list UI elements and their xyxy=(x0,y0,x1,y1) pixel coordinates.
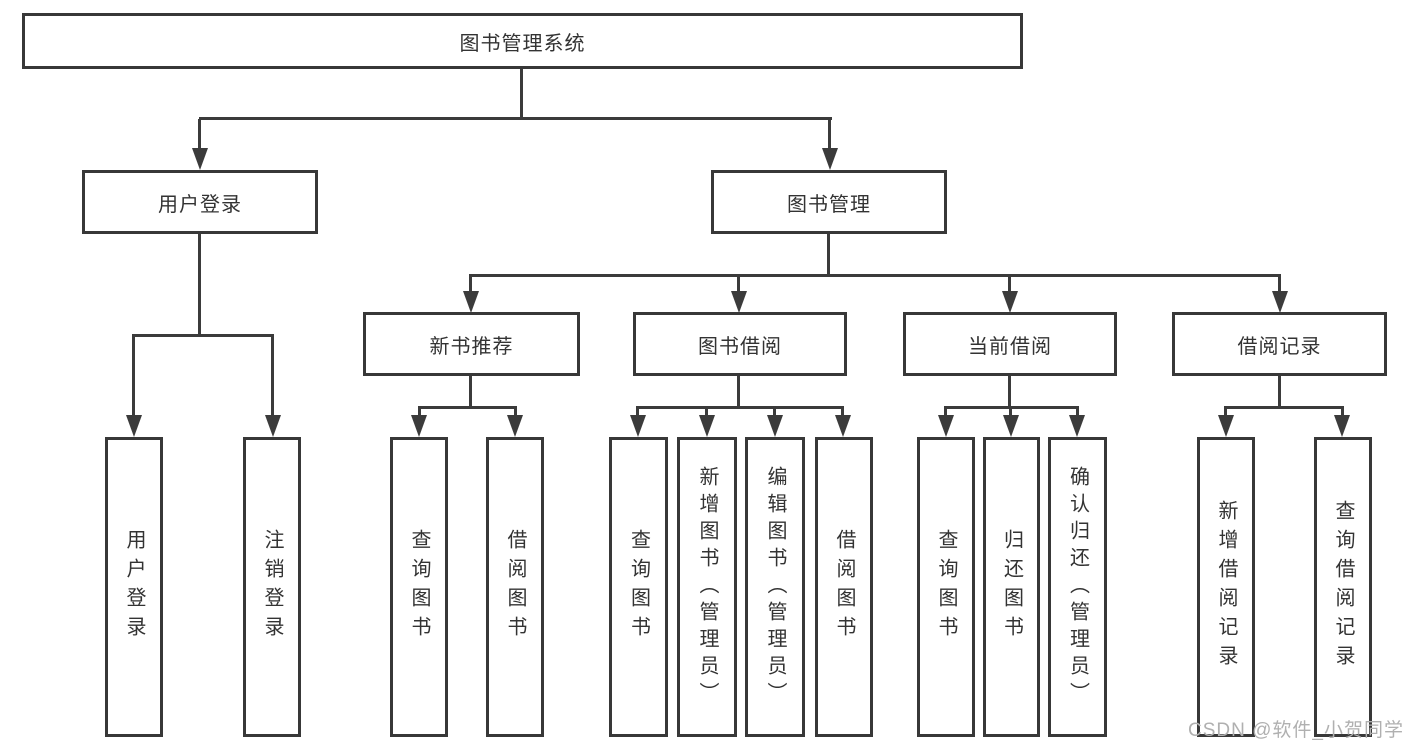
arrowhead-down-icon xyxy=(835,415,851,437)
leaf-borrow-books-2-label: 借阅图书 xyxy=(833,529,855,645)
connector-line xyxy=(636,406,844,409)
arrowhead-down-icon xyxy=(265,415,281,437)
csdn-watermark: CSDN @软件_小贺同学 xyxy=(1188,720,1404,741)
node-current-borrowing: 当前借阅 xyxy=(903,312,1117,376)
node-borrowing-records-label: 借阅记录 xyxy=(1237,335,1322,358)
connector-line xyxy=(737,276,740,293)
arrowhead-down-icon xyxy=(126,415,142,437)
node-user-login: 用户登录 xyxy=(82,170,318,234)
leaf-query-borrow-record: 查询借阅记录 xyxy=(1314,437,1372,737)
arrowhead-down-icon xyxy=(938,415,954,437)
arrowhead-down-icon xyxy=(192,148,208,170)
leaf-add-borrow-record-label: 新增借阅记录 xyxy=(1215,500,1237,674)
arrowhead-down-icon xyxy=(630,415,646,437)
node-borrowing-records: 借阅记录 xyxy=(1172,312,1387,376)
leaf-query-books-1-label: 查询图书 xyxy=(408,529,430,645)
leaf-borrow-books-1-label: 借阅图书 xyxy=(504,529,526,645)
leaf-query-books-2: 查询图书 xyxy=(609,437,668,737)
connector-line xyxy=(841,408,844,417)
node-new-book-recommend-label: 新书推荐 xyxy=(429,335,514,358)
connector-line xyxy=(636,408,639,417)
leaf-query-borrow-record-label: 查询借阅记录 xyxy=(1332,500,1354,674)
node-root-label: 图书管理系统 xyxy=(459,32,586,55)
arrowhead-down-icon xyxy=(767,415,783,437)
connector-line xyxy=(132,334,274,337)
connector-line xyxy=(418,406,517,409)
leaf-logout: 注销登录 xyxy=(243,437,301,737)
node-book-management-label: 图书管理 xyxy=(787,193,871,216)
leaf-borrow-books-2: 借阅图书 xyxy=(815,437,873,737)
connector-line xyxy=(705,408,708,417)
node-book-management: 图书管理 xyxy=(711,170,947,234)
arrowhead-down-icon xyxy=(463,291,479,313)
arrowhead-down-icon xyxy=(1272,291,1288,313)
connector-line xyxy=(271,336,274,416)
connector-line xyxy=(1076,408,1079,417)
arrowhead-down-icon xyxy=(507,415,523,437)
connector-line xyxy=(514,408,517,417)
leaf-query-books-3-label: 查询图书 xyxy=(935,529,957,645)
connector-line xyxy=(737,376,740,409)
arrowhead-down-icon xyxy=(1003,415,1019,437)
arrowhead-down-icon xyxy=(1218,415,1234,437)
leaf-edit-book-admin: 编辑图书（管理员） xyxy=(745,437,805,737)
leaf-confirm-return-admin-label: 确认归还（管理员） xyxy=(1066,465,1089,709)
leaf-user-login-label: 用户登录 xyxy=(123,529,145,645)
connector-line xyxy=(1224,408,1227,417)
connector-line xyxy=(418,408,421,417)
node-book-borrowing-label: 图书借阅 xyxy=(698,335,782,358)
connector-line xyxy=(944,408,947,417)
connector-line xyxy=(132,336,135,416)
leaf-borrow-books-1: 借阅图书 xyxy=(486,437,544,737)
node-current-borrowing-label: 当前借阅 xyxy=(968,335,1052,358)
leaf-return-books: 归还图书 xyxy=(983,437,1040,737)
connector-line xyxy=(828,119,831,150)
arrowhead-down-icon xyxy=(731,291,747,313)
leaf-user-login: 用户登录 xyxy=(105,437,163,737)
connector-line xyxy=(1008,376,1011,409)
leaf-add-book-admin-label: 新增图书（管理员） xyxy=(696,465,718,709)
leaf-query-books-2-label: 查询图书 xyxy=(627,529,650,645)
arrowhead-down-icon xyxy=(1002,291,1018,313)
arrowhead-down-icon xyxy=(822,148,838,170)
connector-line xyxy=(1278,276,1281,293)
connector-line xyxy=(199,117,832,120)
node-user-login-label: 用户登录 xyxy=(158,193,242,216)
connector-line xyxy=(1278,376,1281,409)
leaf-logout-label: 注销登录 xyxy=(261,529,283,645)
connector-line xyxy=(469,274,1281,277)
node-book-borrowing: 图书借阅 xyxy=(633,312,847,376)
arrowhead-down-icon xyxy=(699,415,715,437)
leaf-add-book-admin: 新增图书（管理员） xyxy=(677,437,737,737)
arrowhead-down-icon xyxy=(1334,415,1350,437)
arrowhead-down-icon xyxy=(411,415,427,437)
leaf-confirm-return-admin: 确认归还（管理员） xyxy=(1048,437,1107,737)
node-new-book-recommend: 新书推荐 xyxy=(363,312,580,376)
connector-line xyxy=(827,233,830,276)
connector-line xyxy=(469,276,472,293)
connector-line xyxy=(1009,408,1012,417)
connector-line xyxy=(198,233,201,336)
connector-line xyxy=(469,376,472,409)
connector-line xyxy=(1008,276,1011,293)
connector-line xyxy=(1224,406,1344,409)
leaf-query-books-1: 查询图书 xyxy=(390,437,448,737)
arrowhead-down-icon xyxy=(1069,415,1085,437)
connector-line xyxy=(944,406,1079,409)
connector-line xyxy=(1341,408,1344,417)
connector-line xyxy=(198,119,201,150)
leaf-add-borrow-record: 新增借阅记录 xyxy=(1197,437,1255,737)
leaf-edit-book-admin-label: 编辑图书（管理员） xyxy=(764,465,786,709)
leaf-query-books-3: 查询图书 xyxy=(917,437,975,737)
connector-line xyxy=(520,68,523,120)
connector-line xyxy=(773,408,776,417)
node-root: 图书管理系统 xyxy=(22,13,1023,69)
leaf-return-books-label: 归还图书 xyxy=(1000,529,1023,645)
